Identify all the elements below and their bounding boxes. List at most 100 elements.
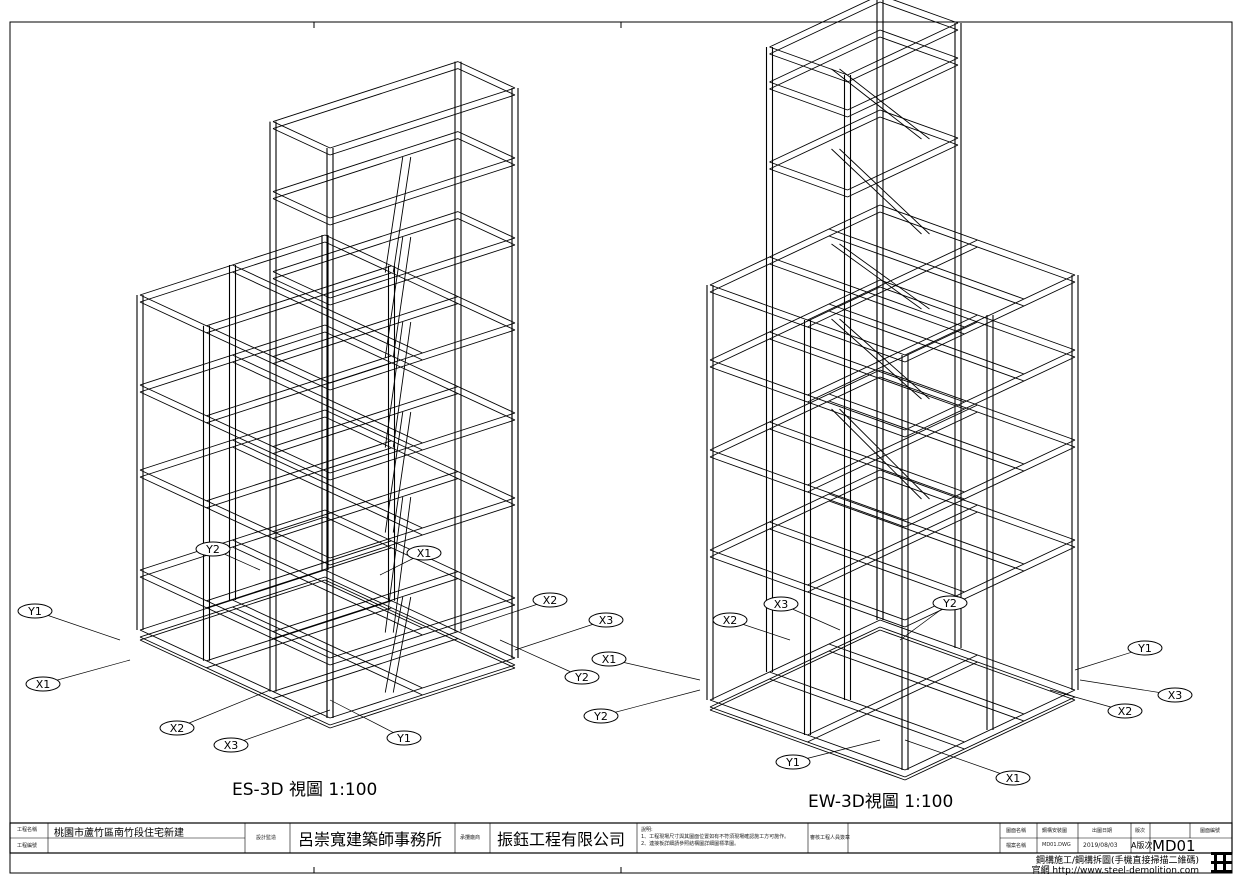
steel-beam [807,504,978,586]
sheet-border [9,21,1233,874]
grid-label: Y1 [27,605,42,618]
qr-module [1226,861,1229,864]
drawing-no-label: 圖面編號 [1200,828,1221,834]
steel-beam [769,29,881,83]
steel-beam [769,116,881,170]
steel-beam [892,0,959,24]
leader-line [514,619,607,651]
grid-bubble: X1 [25,659,131,692]
steel-beam [206,607,392,669]
steel-beam [709,369,881,451]
qr-module [1226,852,1229,855]
steel-beam [329,237,516,299]
bubble-outline [532,592,568,608]
grid-label: X2 [543,594,558,607]
leader-line [230,709,331,746]
grid-bubble: X2 [459,592,568,631]
qr-module [1211,861,1214,864]
steel-beam [847,144,959,198]
steel-beam [139,629,331,719]
bubble-outline [995,770,1031,786]
steel-beam [769,88,848,118]
steel-beam [769,161,848,191]
stair-stringer [392,236,412,358]
stair-stringer [831,243,922,310]
stair-stringer [392,156,412,273]
qr-module [1214,855,1217,858]
steel-beam [904,274,1076,356]
grid-label: Y2 [942,597,957,610]
foundation-beam [709,629,881,711]
steel-beam [272,61,459,123]
steel-beam [847,29,959,83]
stair-stringer [392,321,412,448]
qr-module [1223,858,1226,861]
bubble-outline [1107,703,1143,719]
steel-beam [272,386,459,448]
steel-beam [769,81,848,111]
qr-module [1223,870,1226,873]
steel-beam [272,296,459,358]
view-title-ew: EW-3D視圖 1:100 [808,792,954,812]
steel-beam [769,46,848,76]
stair-stringer [384,156,404,273]
grid-label: X2 [1118,705,1133,718]
qr-module [1223,852,1226,855]
steel-beam [709,619,881,701]
bubble-outline [386,730,422,746]
grid-label: X2 [723,614,738,627]
steel-beam [847,22,959,76]
stair-stringer [384,321,404,448]
steel-beam [272,471,459,533]
steel-beam [769,0,871,48]
stair-stringer [384,496,404,633]
steel-beam [904,446,1076,528]
version: A版次 [1131,841,1153,850]
grid-bubble: X1 [591,651,701,681]
leader-line [904,739,1014,779]
steel-beam [272,68,459,130]
qr-module [1229,870,1232,873]
grid-bubble: X3 [763,596,841,631]
steel-beam [879,36,959,66]
steel-beam [324,516,516,606]
bubble-outline [17,603,53,619]
foundation-beam [324,579,516,669]
steel-beam [272,303,459,365]
steel-beam [847,64,959,118]
qr-module [1214,870,1217,873]
qr-module [1214,852,1217,855]
steel-beam [904,281,1076,363]
steel-beam [709,376,881,458]
grid-label: Y2 [574,671,589,684]
steel-beam [904,349,1076,431]
steel-beam [329,87,516,149]
steel-beam [769,1,881,55]
date: 2019/08/03 [1083,842,1118,849]
qr-module [1214,858,1217,861]
grid-bubble: X2 [1049,689,1143,719]
foundation-beam [904,699,1076,781]
footer-website: 官網 http://www.steel-demolition.com [1031,866,1199,876]
grid-bubble: Y2 [583,689,701,724]
stair-stringer [831,148,922,235]
qr-module [1214,861,1217,864]
steel-beam [272,478,459,540]
steel-beam [272,638,459,700]
grid-bubble: Y1 [775,739,881,770]
steel-beam [139,569,331,659]
qr-module [1217,870,1220,873]
foundation-beam [879,629,1076,701]
steel-beam [904,696,1076,778]
steel-beam [272,393,459,455]
view-title-es: ES-3D 視圖 1:100 [232,780,378,800]
qr-module [1223,855,1226,858]
steel-beam [879,29,959,59]
steel-beam [139,636,331,726]
leader-line [499,639,583,678]
steel-beam [769,36,881,90]
stair-stringer [831,68,922,140]
grid-label: X1 [417,547,432,560]
bubble-outline [583,708,619,724]
footer-line-1: 鋼構施工/鋼構拆圖(手機直接掃描二維碼) [1035,856,1199,866]
